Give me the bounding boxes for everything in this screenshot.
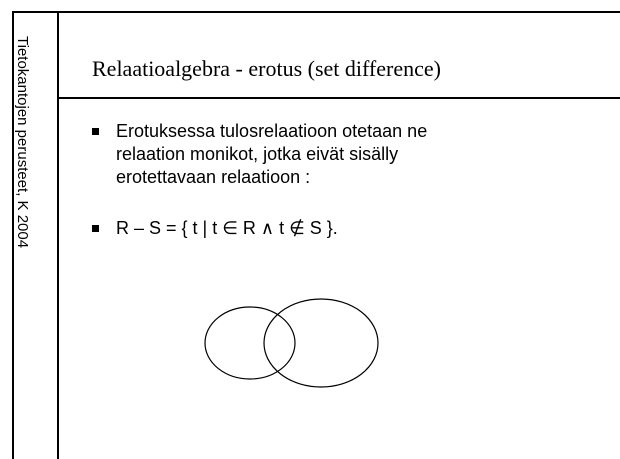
square-bullet-icon	[92, 128, 99, 135]
slide-title: Relaatioalgebra - erotus (set difference…	[92, 56, 441, 81]
left-circle	[204, 306, 296, 380]
bullet-line: relaation monikot, jotka eivät sisälly	[116, 144, 399, 164]
bullet-text: Erotuksessa tulosrelaatioon otetaan ne r…	[116, 120, 586, 189]
sidebar-caption: Tietokantojen perusteet, K 2004	[14, 36, 31, 249]
title-separator-line	[57, 97, 620, 99]
frame-top-line	[12, 11, 620, 13]
right-circle	[263, 298, 379, 388]
bullet-text: R – S = { t | t ∈ R ∧ t ∉ S }.	[116, 217, 586, 240]
bullet-line: erotettavaan relaatioon :	[116, 167, 311, 187]
venn-diagram	[204, 298, 379, 388]
sidebar-divider-line	[57, 11, 59, 459]
square-bullet-icon	[92, 225, 99, 232]
bullet-line: Erotuksessa tulosrelaatioon otetaan ne	[116, 121, 428, 141]
formula-line: R – S = { t | t ∈ R ∧ t ∉ S }.	[116, 218, 338, 238]
frame-left-line	[12, 11, 14, 459]
